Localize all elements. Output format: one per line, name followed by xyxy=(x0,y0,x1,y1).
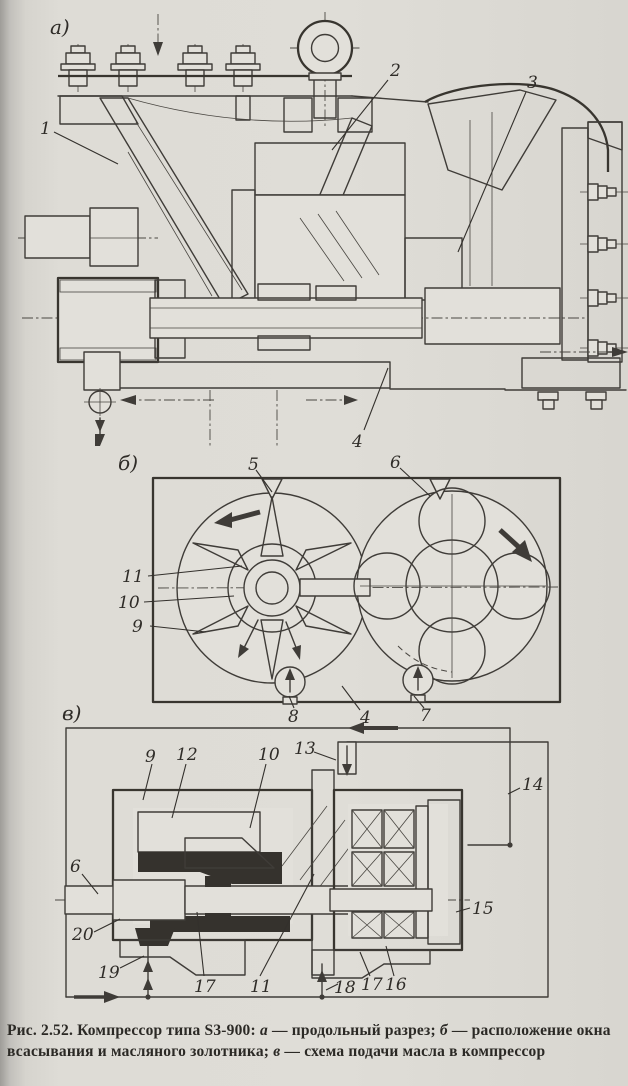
callout-a-3: 3 xyxy=(527,73,538,93)
caption-title: Компрессор типа S3-900: xyxy=(77,1022,256,1039)
callout-v-9: 9 xyxy=(145,747,156,767)
lifting-eyebolt xyxy=(290,12,360,128)
callout-v-10: 10 xyxy=(258,745,280,765)
callout-v-6: 6 xyxy=(70,857,81,877)
callout-v-15: 15 xyxy=(472,899,494,919)
caption-figure-number: Рис. 2.52. xyxy=(7,1022,74,1039)
star-rotor xyxy=(192,496,371,680)
callout-v-20: 20 xyxy=(71,925,94,945)
rotor-housing-block xyxy=(151,476,562,704)
callout-a-2: 2 xyxy=(389,61,401,81)
panel-v-oil-scheme: в) xyxy=(55,701,549,1003)
callout-v-17b: 17 xyxy=(361,975,383,995)
callout-v-16: 16 xyxy=(385,975,407,995)
callout-v-14: 14 xyxy=(522,775,544,795)
callout-b-8: 8 xyxy=(288,707,299,727)
foundation-bolts xyxy=(537,391,607,410)
oil-inlet-13 xyxy=(337,741,357,776)
supply-flow-arrow xyxy=(74,991,120,1003)
caption-letter-b: б xyxy=(439,1022,448,1039)
clover-rotor xyxy=(353,487,551,685)
return-flow-arrow xyxy=(348,722,398,734)
riser-left xyxy=(143,939,153,1000)
rotation-arrow-right xyxy=(498,528,532,562)
caption-desc-v: — схема подачи масла в компрессор xyxy=(280,1042,546,1060)
callout-a-1: 1 xyxy=(40,119,51,139)
callout-v-17a: 17 xyxy=(194,977,216,997)
figure-caption: Рис. 2.52. Компрессор типа S3-900: а — п… xyxy=(7,1021,623,1063)
panel-v-label: в) xyxy=(62,701,81,725)
assembly-feet xyxy=(119,939,431,979)
caption-desc-b: — расположение окна всасывания и масляно… xyxy=(7,1022,611,1060)
callout-b-10: 10 xyxy=(118,593,140,613)
top-flange-bolts xyxy=(57,43,373,133)
top-center-arrow xyxy=(153,14,163,56)
callout-v-11: 11 xyxy=(250,977,272,997)
panel-a-longitudinal-section: а) xyxy=(18,12,628,452)
panel-v-callouts: 9 12 10 13 14 6 20 19 17 11 18 17 16 xyxy=(70,739,544,998)
callout-b-5: 5 xyxy=(248,455,259,475)
left-suction-shaft-stub xyxy=(18,207,158,267)
oil-drain-arrow xyxy=(95,417,105,446)
callout-b-11: 11 xyxy=(122,567,144,587)
callout-b-7: 7 xyxy=(420,706,431,726)
bearing-housing-right xyxy=(329,788,464,952)
flow-arrow-left xyxy=(120,395,214,405)
callout-b-9: 9 xyxy=(132,617,143,637)
callout-v-13: 13 xyxy=(294,739,316,759)
panel-a-label: а) xyxy=(50,15,70,39)
caption-letter-v: в xyxy=(273,1042,281,1060)
callout-b-6: 6 xyxy=(390,453,401,473)
caption-letter-a: а xyxy=(259,1022,268,1039)
callout-a-4: 4 xyxy=(351,432,363,452)
flow-arrow-right xyxy=(306,395,358,405)
panel-b-label: б) xyxy=(118,451,138,475)
motor-housing xyxy=(351,82,628,363)
figure-drawing: а) xyxy=(18,12,628,1003)
rotor-block xyxy=(231,142,463,301)
caption-desc-a: — продольный разрез; xyxy=(267,1022,440,1039)
base-and-feet xyxy=(83,351,627,446)
panel-b-rotor-bores: б) xyxy=(118,451,562,728)
callout-v-19: 19 xyxy=(98,963,120,983)
callout-v-12: 12 xyxy=(176,745,198,765)
oil-slide-valves-bottom xyxy=(274,664,434,705)
panel-a-callouts: 1 2 3 4 xyxy=(40,61,538,452)
oil-spray-arrows xyxy=(238,619,301,660)
callout-v-18: 18 xyxy=(334,978,356,998)
riser-center xyxy=(317,963,327,1000)
callout-b-4: 4 xyxy=(359,708,371,728)
main-shaft-assembly xyxy=(22,276,588,364)
rotation-arrow-left xyxy=(214,509,261,528)
discharge-arrow xyxy=(540,347,628,357)
panel-b-callouts: 5 6 11 10 9 8 4 7 xyxy=(118,453,431,728)
oil-pump-assembly xyxy=(55,769,470,979)
oil-piping xyxy=(65,722,549,1003)
